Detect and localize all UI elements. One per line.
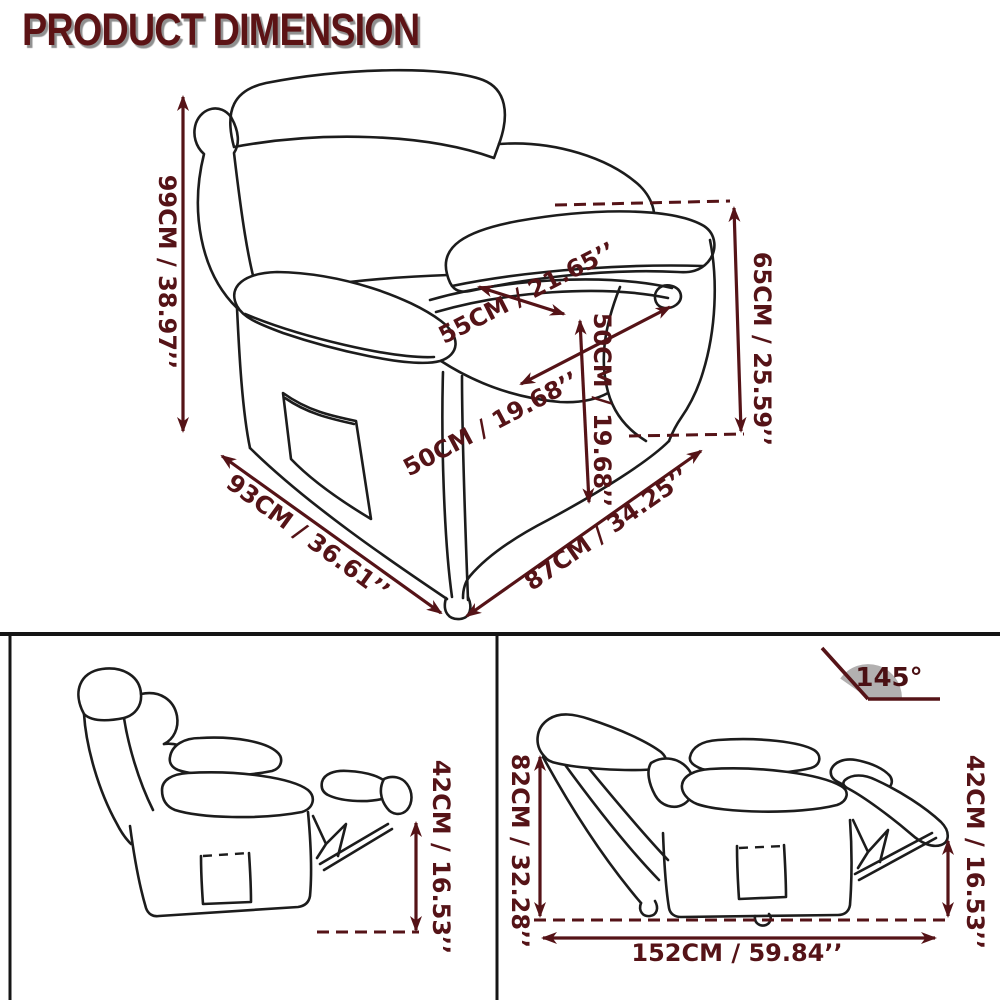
arrow-seat-depth: [519, 305, 672, 386]
side-pocket: [735, 843, 788, 901]
headrest: [536, 713, 668, 772]
side-pocket: [199, 851, 253, 906]
dim-seat-height: 50CM / 19.68’’: [588, 312, 616, 508]
panel-dividers: [0, 632, 1000, 1000]
dim-reclined-back-height: 82CM / 32.28’’: [506, 753, 534, 949]
reclined-view-drawing: [536, 713, 950, 927]
headrest: [229, 68, 507, 160]
arrow-depth: [220, 454, 443, 615]
arrow-width: [465, 449, 703, 618]
dim-reclined-footrest-height: 42CM / 16.53’’: [961, 754, 989, 950]
headrest: [77, 667, 143, 722]
dim-side-footrest-height: 42CM / 16.53’’: [427, 759, 455, 955]
rear-foot: [638, 899, 659, 918]
dimension-lines: [177, 95, 954, 944]
footrest: [842, 774, 950, 848]
recline-angle-value: 145°: [855, 663, 923, 693]
front-foot: [443, 595, 472, 621]
dim-arm-height: 65CM / 25.59’’: [748, 251, 776, 447]
arrow-arm-height: [728, 206, 747, 433]
left-armrest: [233, 270, 457, 365]
page-title: PRODUCT DIMENSION: [22, 4, 420, 55]
side-pocket: [281, 391, 373, 521]
recline-angle-annotation: [820, 646, 940, 701]
footrest: [320, 769, 392, 803]
angle-arc: [840, 664, 902, 698]
dim-overall-height: 99CM / 38.97’’: [153, 174, 181, 370]
side-view-drawing: [77, 667, 413, 918]
dim-total-length: 152CM / 59.84’’: [631, 939, 843, 967]
